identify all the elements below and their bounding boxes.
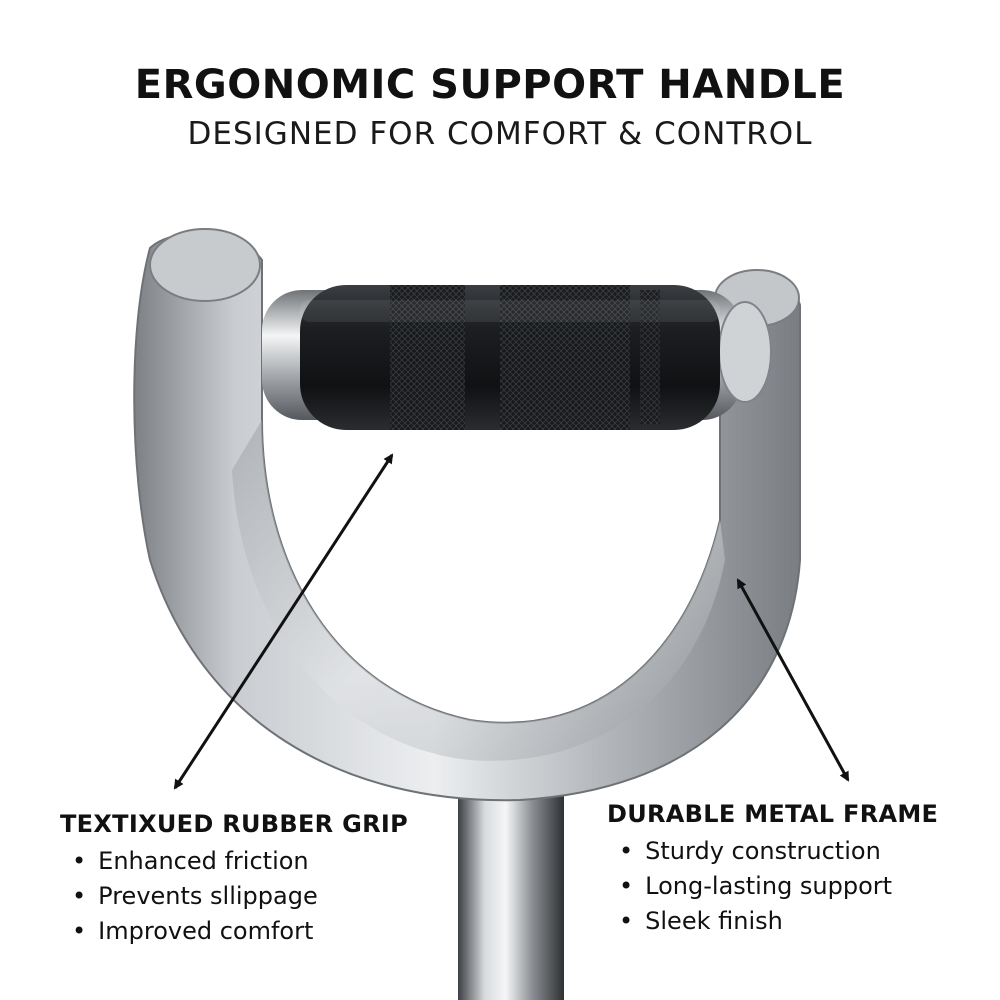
list-item: Sturdy construction [619,834,987,869]
grip-feature-title: TEXTIXUED RUBBER GRIP [60,810,409,838]
frame-end-cap-left [149,228,261,302]
grip-feature: TEXTIXUED RUBBER GRIP Enhanced friction … [60,810,460,949]
list-item: Prevents sllippage [72,879,460,914]
frame-feature: DURABLE METAL FRAME Sturdy construction … [607,800,987,939]
list-item: Enhanced friction [72,844,460,879]
support-pole [458,770,564,1000]
list-item: Improved comfort [72,914,460,949]
rubber-grip [300,285,720,430]
crossbar-weld [718,301,772,403]
frame-callout-arrow [736,578,850,782]
page-title: ERGONOMIC SUPPORT HANDLE [134,62,846,108]
page-subtitle: DESIGNED FOR COMFORT & CONTROL [187,116,813,152]
grip-feature-list: Enhanced friction Prevents sllippage Imp… [60,844,460,949]
list-item: Long-lasting support [619,869,987,904]
frame-feature-list: Sturdy construction Long-lasting support… [607,834,987,939]
list-item: Sleek finish [619,904,987,939]
frame-feature-title: DURABLE METAL FRAME [607,800,939,828]
grip-callout-arrow [173,453,394,790]
